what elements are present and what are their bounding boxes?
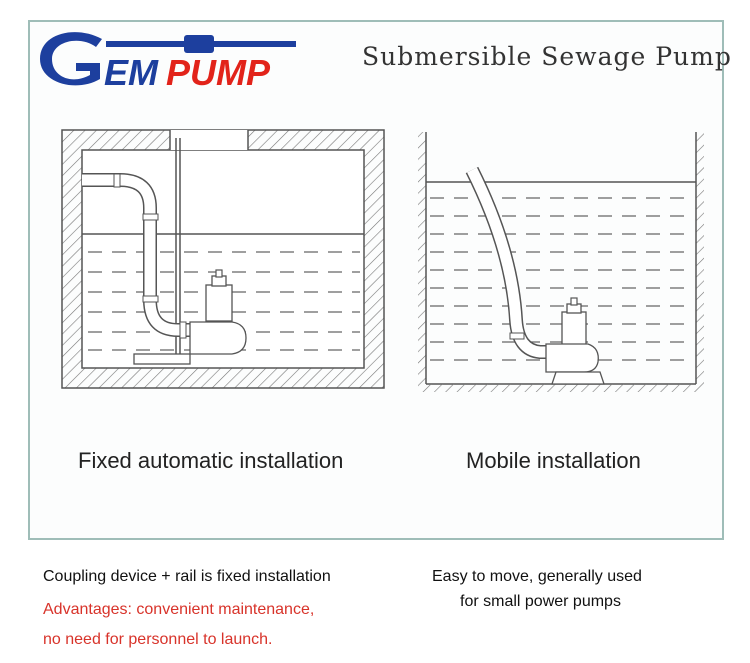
fixed-installation-note: Coupling device + rail is fixed installa…: [43, 568, 331, 585]
mobile-installation-diagram: [418, 132, 704, 392]
fixed-installation-diagram: [61, 129, 385, 389]
mobile-installation-caption: Mobile installation: [466, 448, 641, 473]
page-title: Submersible Sewage Pump: [362, 42, 732, 71]
gempump-logo: EM PUMP: [40, 32, 296, 91]
advantages-line-1: Advantages: convenient maintenance,: [43, 601, 315, 618]
advantages-line-2: no need for personnel to launch.: [43, 631, 273, 648]
svg-text:PUMP: PUMP: [166, 52, 271, 91]
mobile-installation-note-1: Easy to move, generally used: [432, 568, 642, 585]
svg-text:EM: EM: [104, 52, 159, 91]
fixed-installation-caption: Fixed automatic installation: [78, 448, 344, 473]
mobile-installation-note-2: for small power pumps: [460, 593, 621, 610]
